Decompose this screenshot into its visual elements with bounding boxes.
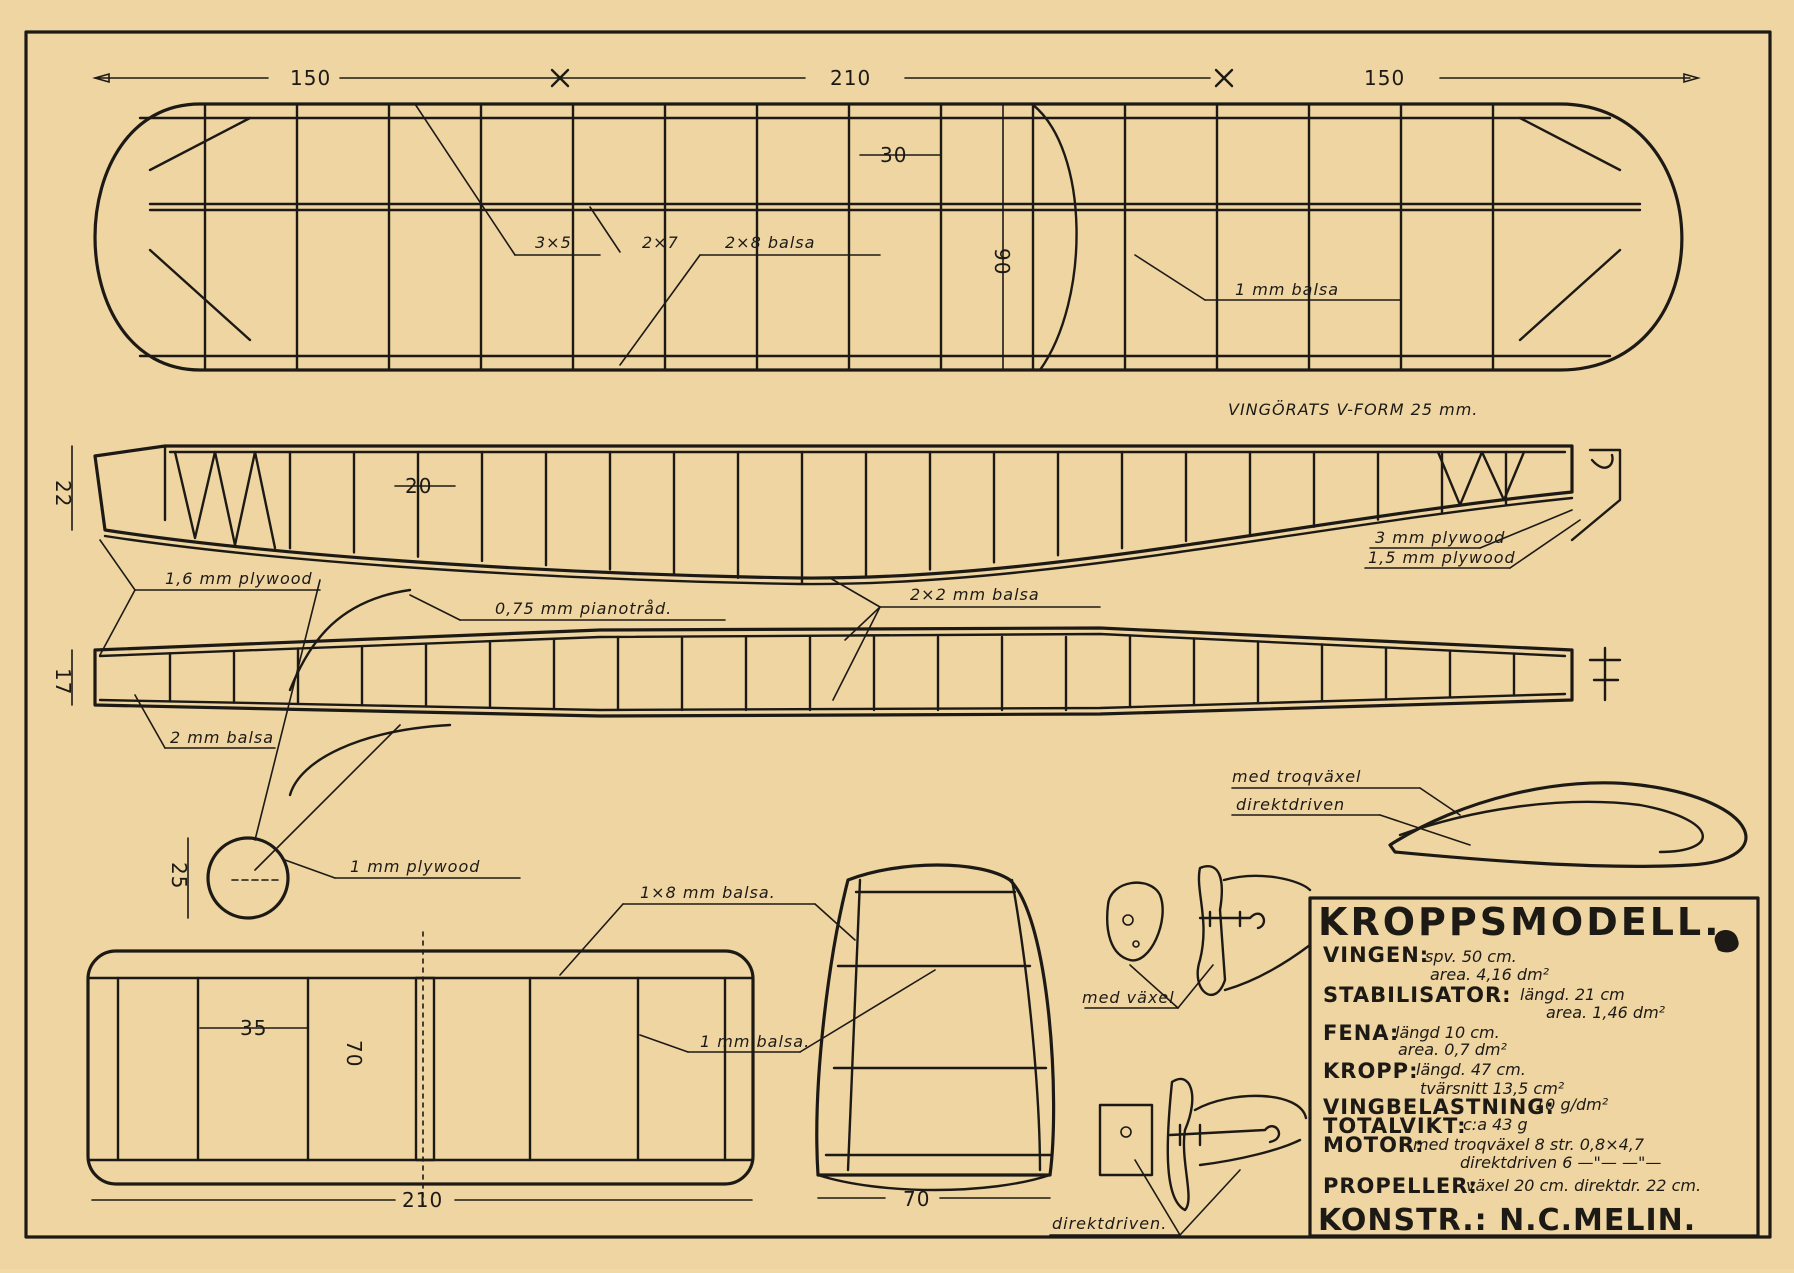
label-spar-2x7: 2×7 [642, 233, 679, 252]
stabiliser-plan-view: 35 70 210 1×8 mm balsa. [86, 883, 856, 1212]
fuselage-side-view: 22 20 [51, 444, 1622, 586]
title-block-frame [1308, 896, 1760, 1238]
stabiliser-outline [86, 949, 755, 1186]
label-balsa-1x8: 1×8 mm balsa. [640, 883, 776, 902]
sheet-border [24, 30, 1772, 1239]
dim-fuse-side-spacing: 20 [405, 474, 432, 498]
title-block-title: KROPPSMODELL. [1318, 900, 1722, 944]
label-pianotrad: 0,75 mm pianotråd. [495, 599, 672, 618]
dim-fuse-top-width: 17 [51, 668, 75, 695]
tb-prop-1: växel 20 cm. direktdr. 22 cm. [1466, 1176, 1701, 1195]
wing-plan-view: 150 210 150 90 30 3×5 2×7 2×8 balsa [92, 66, 1701, 419]
tb-fena-2: area. 0,7 dm² [1398, 1040, 1507, 1059]
label-balsa-2x2: 2×2 mm balsa [910, 585, 1040, 604]
tb-fena-1: längd 10 cm. [1395, 1023, 1500, 1042]
fuselage-side-ribs [288, 450, 1508, 585]
tb-stab-2: area. 1,46 dm² [1546, 1003, 1666, 1022]
label-med-vaxel: med växel [1082, 988, 1175, 1007]
tb-vingen-key: VINGEN: [1323, 943, 1429, 967]
label-dihedral: VINGÖRATS V-FORM 25 mm. [1228, 400, 1478, 419]
tb-motor-2: direktdriven 6 —"— —"— [1460, 1153, 1661, 1172]
label-spar-3x5: 3×5 [535, 233, 572, 252]
propeller-outline [1388, 781, 1748, 868]
label-direktdriven-bottom: direktdriven. [1052, 1214, 1167, 1233]
nose-details: med växel direktdriven. [1049, 865, 1312, 1236]
dim-fuse-side-height: 22 [51, 480, 75, 507]
tb-stab-key: STABILISATOR: [1323, 983, 1512, 1007]
cross-section-view: 25 1 mm plywood [167, 836, 521, 920]
fuselage-side-outline [93, 444, 1574, 580]
dim-wing-left: 150 [290, 66, 331, 90]
title-block: KROPPSMODELL. VINGEN: spv. 50 cm. area. … [1308, 896, 1760, 1238]
dim-wing-rib-spacing: 30 [880, 143, 907, 167]
label-balsa-1mm: 1 mm balsa. [700, 1032, 810, 1051]
tb-designer: KONSTR.: N.C.MELIN. [1318, 1203, 1696, 1238]
label-direktdriven: direktdriven [1236, 795, 1345, 814]
cross-section-circle [206, 836, 290, 920]
tb-vingbel-key: VINGBELASTNING: [1323, 1095, 1555, 1119]
tb-vingen-2: area. 4,16 dm² [1430, 965, 1550, 984]
dim-fin-width: 70 [903, 1187, 930, 1211]
label-balsa-2mm: 2 mm balsa [170, 728, 274, 747]
fin-side-view: 70 1 mm balsa. [639, 863, 1056, 1211]
wing-ribs [203, 102, 1495, 372]
tb-total-key: TOTALVIKT: [1323, 1114, 1467, 1138]
tb-kropp-key: KROPP: [1323, 1059, 1418, 1083]
fuselage-top-outline [93, 626, 1574, 718]
tb-prop-key: PROPELLER: [1323, 1174, 1478, 1198]
dim-wing-right: 150 [1364, 66, 1405, 90]
tb-vingen-1: spv. 50 cm. [1425, 947, 1517, 966]
tb-kropp-1: längd. 47 cm. [1416, 1060, 1526, 1079]
fuselage-top-ribs [168, 634, 1516, 712]
dim-wing-center: 210 [830, 66, 871, 90]
tb-kropp-2: tvärsnitt 13,5 cm² [1420, 1079, 1565, 1098]
tb-stab-1: längd. 21 cm [1520, 985, 1625, 1004]
dim-stab-span: 210 [402, 1188, 443, 1212]
dim-stab-chord: 70 [342, 1040, 366, 1067]
fuselage-leaders: 1,6 mm plywood 3 mm plywood 1,5 mm plywo… [99, 509, 1581, 871]
tb-total-1: c:a 43 g [1463, 1115, 1528, 1134]
dim-stab-spacing: 35 [240, 1016, 267, 1040]
stabiliser-ribs [116, 976, 727, 1162]
dim-wing-chord: 90 [990, 248, 1014, 275]
label-wing-tip-balsa: 1 mm balsa [1235, 280, 1339, 299]
tb-vingbel-1: 10 g/dm² [1535, 1095, 1609, 1114]
label-spar-2x8: 2×8 balsa [725, 233, 815, 252]
label-plywood-3: 3 mm plywood [1375, 528, 1505, 547]
dim-cross-section: 25 [167, 862, 191, 889]
propeller-blade-view: med troqväxel direktdriven [1231, 767, 1748, 868]
label-plywood-16: 1,6 mm plywood [165, 569, 313, 588]
tb-motor-1: med troqväxel 8 str. 0,8×4,7 [1413, 1135, 1645, 1154]
label-med-troqvaxel: med troqväxel [1232, 767, 1362, 786]
wing-outline [93, 102, 1684, 372]
tb-motor-key: MOTOR: [1323, 1133, 1425, 1157]
tb-fena-key: FENA: [1323, 1021, 1399, 1045]
tb-emblem [1714, 930, 1739, 953]
label-plywood-15: 1,5 mm plywood [1368, 548, 1516, 567]
fin-outline [815, 863, 1056, 1177]
label-plywood-1: 1 mm plywood [350, 857, 480, 876]
